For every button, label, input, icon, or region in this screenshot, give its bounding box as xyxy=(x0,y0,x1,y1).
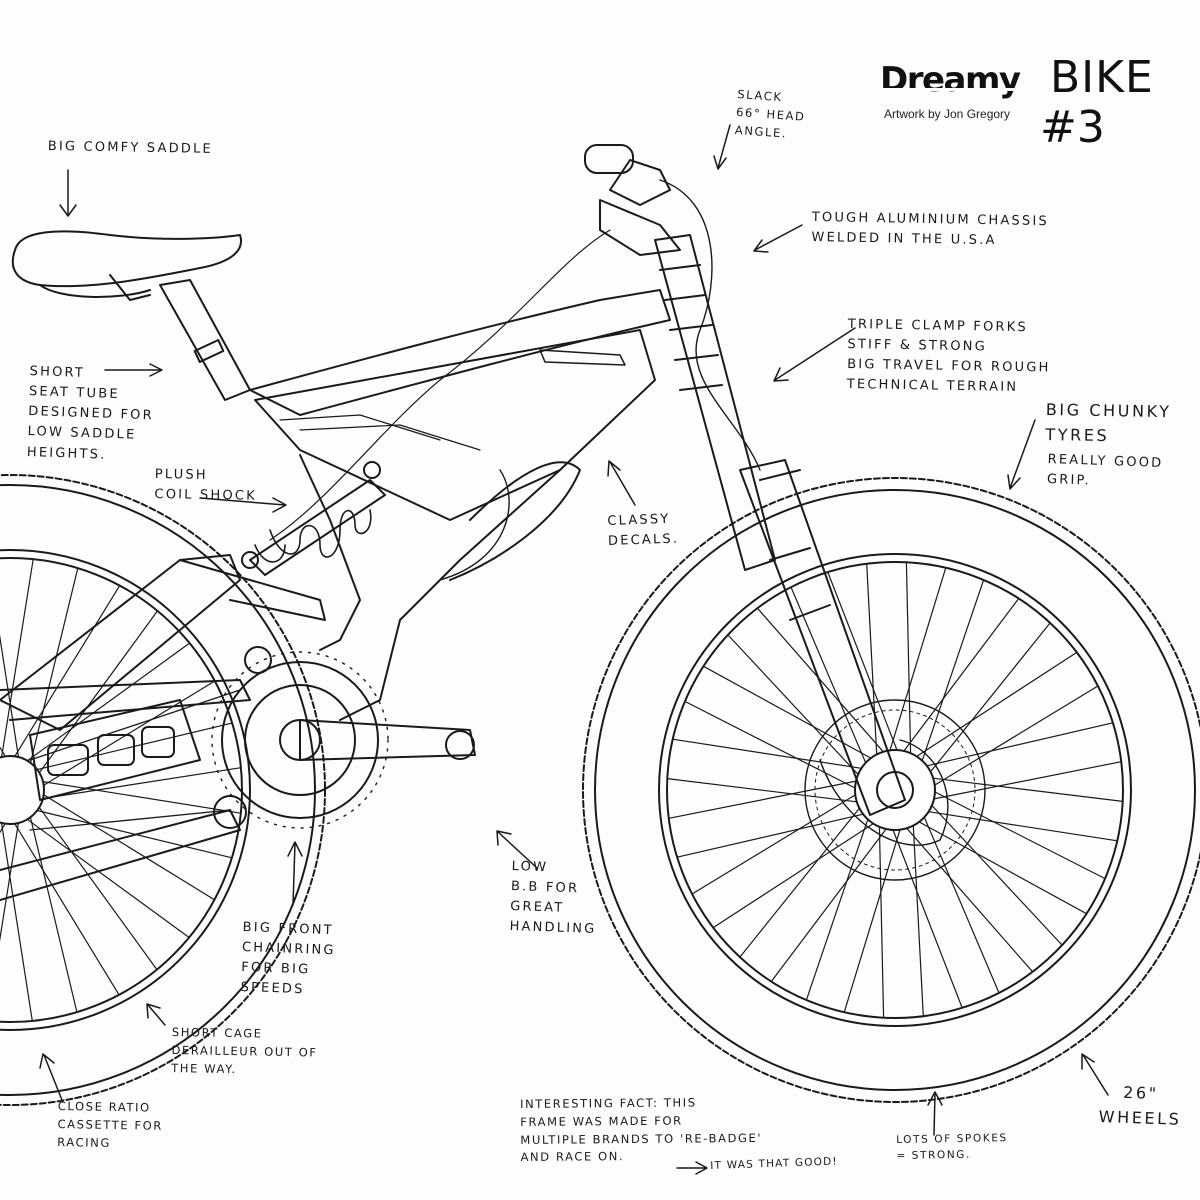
spoke xyxy=(916,651,1078,758)
spoke xyxy=(676,813,864,858)
brand-name: Dreamy xyxy=(880,60,1021,100)
cockpit xyxy=(269,144,776,571)
spoke xyxy=(26,818,190,939)
spoke xyxy=(843,829,901,1013)
spoke xyxy=(727,634,859,776)
spoke xyxy=(26,642,191,762)
spoke xyxy=(912,824,924,1017)
spoke xyxy=(923,816,1000,994)
spoke xyxy=(790,586,867,764)
spoke xyxy=(805,818,869,1001)
note-forks: TRIPLE CLAMP FORKS STIFF & STRONG BIG TR… xyxy=(846,316,1051,396)
spoke xyxy=(906,827,1034,973)
note-head-angle: SLACK 66° HEAD ANGLE. xyxy=(734,86,807,141)
note-derailleur: SHORT CAGE DERAILLEUR OUT OF THE WAY. xyxy=(171,1024,318,1076)
note-seat-tube: SHORT SEAT TUBE DESIGNED FOR LOW SADDLE … xyxy=(26,363,155,463)
spoke xyxy=(43,794,215,901)
note-chassis: TOUGH ALUMINIUM CHASSIS WELDED IN THE U.… xyxy=(811,209,1050,249)
spoke xyxy=(929,622,1051,773)
spoke xyxy=(931,804,1063,946)
spoke xyxy=(14,584,121,757)
spoke xyxy=(889,567,947,751)
note-saddle: BIG COMFY SADDLE xyxy=(47,138,214,157)
issue-number: #3 xyxy=(1040,102,1105,153)
note-tyres-title: BIG CHUNKY TYRES xyxy=(1045,399,1172,445)
spoke xyxy=(0,822,19,942)
frame xyxy=(249,289,671,721)
spoke xyxy=(691,794,856,895)
front-wheel xyxy=(582,477,1200,1103)
note-cassette: CLOSE RATIO CASSETTE FOR RACING xyxy=(57,1098,164,1150)
spoke xyxy=(684,700,856,789)
spoke xyxy=(42,767,242,800)
spoke xyxy=(712,822,874,929)
spoke xyxy=(934,685,1099,786)
spoke xyxy=(29,816,78,1013)
spoke xyxy=(756,607,884,753)
rear-wheel xyxy=(0,474,326,1106)
spoke xyxy=(42,780,242,814)
spoke xyxy=(927,811,1118,842)
front-fork xyxy=(739,459,949,846)
seatpost-and-saddle xyxy=(11,230,251,401)
brand-strike-line xyxy=(882,88,1048,91)
spoke xyxy=(1,558,34,758)
spoke xyxy=(932,777,1124,803)
spoke xyxy=(921,579,985,762)
note-tyres-sub: REALLY GOOD GRIP. xyxy=(1046,451,1164,489)
spoke xyxy=(702,665,872,759)
artwork-credit: Artwork by Jon Gregory xyxy=(884,107,1011,121)
brand-logo: Dreamy BIKE Artwork by Jon Gregory #3 xyxy=(880,52,1200,162)
brand-series: BIKE xyxy=(1050,52,1154,103)
spoke xyxy=(668,780,857,819)
front-spokes xyxy=(666,561,1124,1019)
spoke xyxy=(866,563,878,756)
spoke xyxy=(903,597,1020,752)
drivetrain xyxy=(29,646,476,831)
spoke xyxy=(672,738,863,769)
spoke xyxy=(918,821,1088,915)
note-chainring: BIG FRONT CHAINRING FOR BIG SPEEDS xyxy=(240,919,336,998)
coil-shock xyxy=(241,461,386,576)
spoke xyxy=(933,761,1122,800)
spoke xyxy=(0,634,20,758)
spoke xyxy=(14,823,120,996)
spoke xyxy=(666,777,858,803)
spoke xyxy=(827,571,898,751)
spoke xyxy=(892,829,963,1009)
note-bottom-bracket: LOW B.B FOR GREAT HANDLING xyxy=(509,858,597,938)
note-coil-shock: PLUSH COIL SHOCK xyxy=(154,466,257,504)
note-decals: CLASSY DECALS. xyxy=(607,511,680,550)
spoke xyxy=(38,806,158,971)
rear-suspension xyxy=(0,554,326,901)
spoke xyxy=(0,822,33,1022)
spoke xyxy=(926,722,1114,767)
note-wheel-size: 26" WHEELS xyxy=(1098,1082,1182,1129)
rear-spokes xyxy=(0,558,242,1022)
spoke xyxy=(934,791,1106,880)
spoke xyxy=(739,807,861,958)
spoke xyxy=(29,567,79,764)
spoke xyxy=(878,826,885,1019)
spoke xyxy=(905,561,912,754)
spoke xyxy=(770,828,887,983)
note-spokes: LOTS OF SPOKES = STRONG. xyxy=(896,1132,1008,1163)
annotation-arrows xyxy=(39,124,1109,1175)
spoke xyxy=(43,680,216,786)
note-interesting-fact: INTERESTING FACT: THIS FRAME WAS MADE FO… xyxy=(520,1095,763,1165)
